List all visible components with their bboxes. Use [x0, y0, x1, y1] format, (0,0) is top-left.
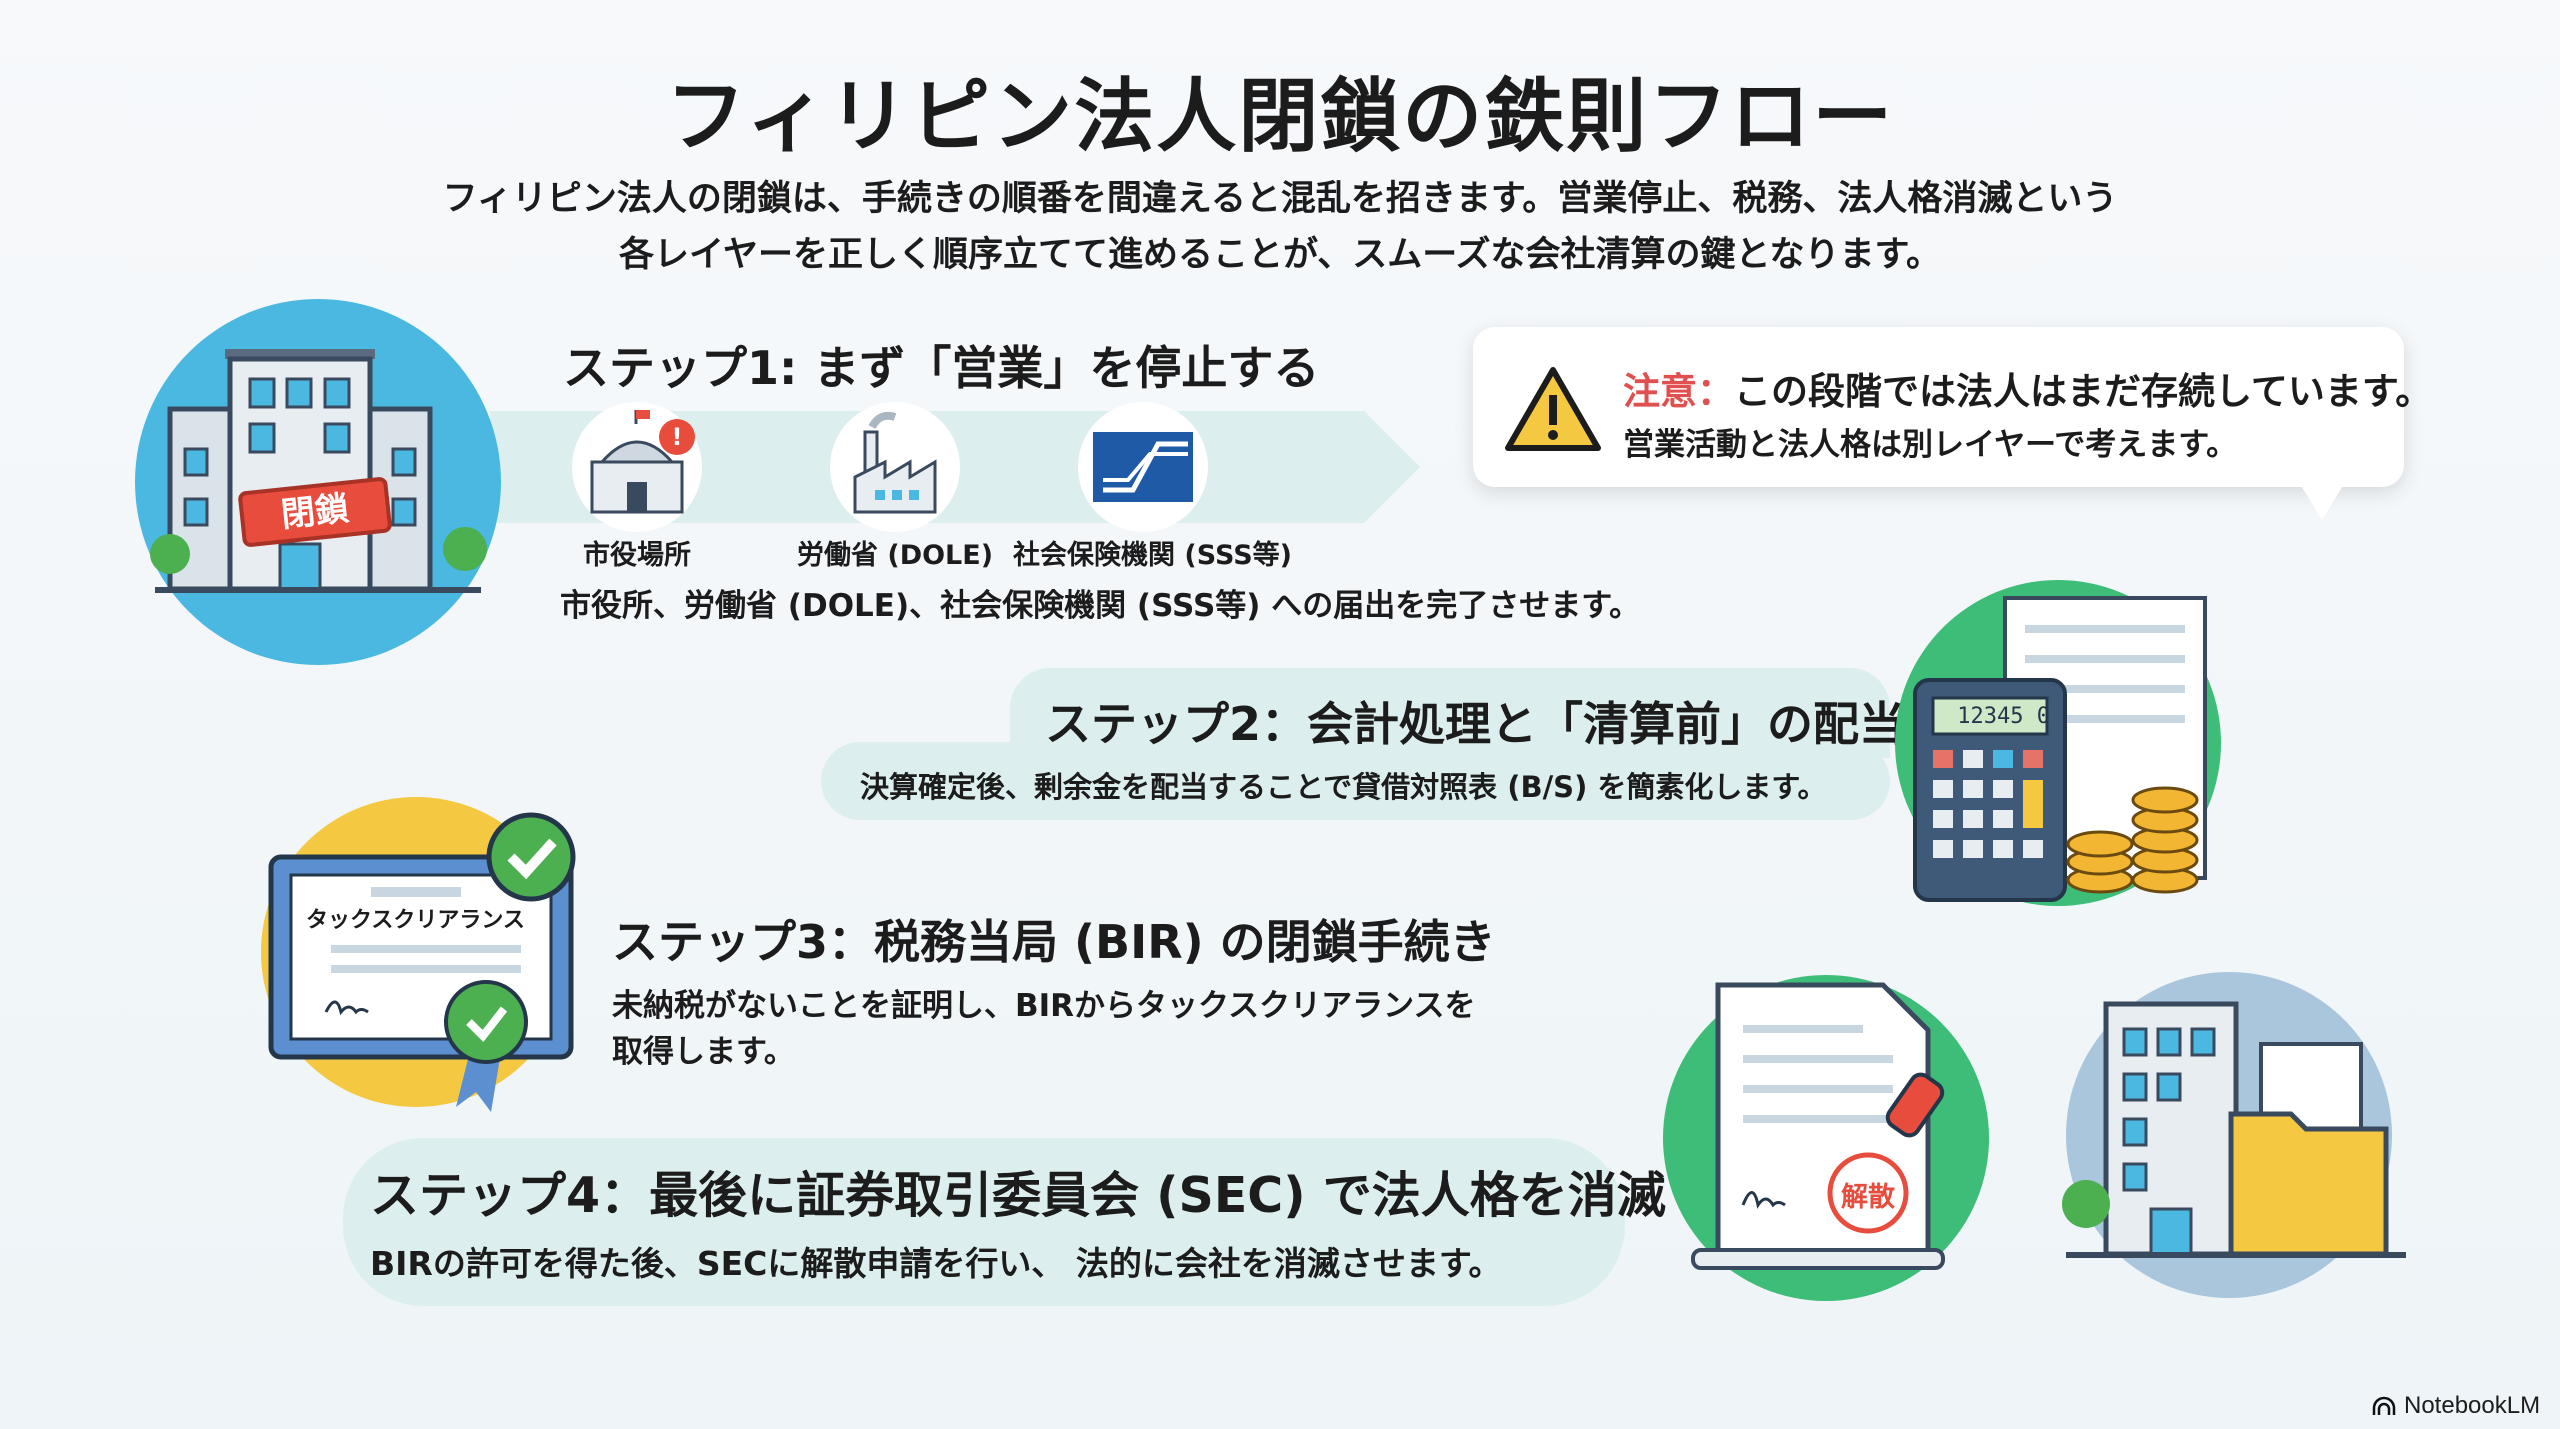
step3-title: ステップ3：税務当局 (BIR) の閉鎖手続き: [612, 915, 1496, 969]
agency-label-dole: 労働省 (DOLE): [796, 540, 994, 571]
calculator-illustration: 12345 0: [1895, 580, 2221, 906]
step4-band: [343, 1138, 1625, 1306]
warning-icon: [1505, 367, 1601, 451]
document-stamp-icon: [1691, 982, 1945, 1270]
warning-callout: 注意：この段階では法人はまだ存続しています。 営業活動と法人格は別レイヤーで考え…: [1473, 327, 2432, 487]
subtitle-line-2: 各レイヤーを正しく順序立てて進めることが、スムーズな会社清算の鍵となります。: [619, 235, 1941, 275]
building-folder-icon: [2062, 1001, 2406, 1258]
step2-title: ステップ2：会計処理と「清算前」の配当: [1045, 697, 1906, 751]
sss-logo-icon: [1078, 402, 1208, 532]
page-title: フィリピン法人閉鎖の鉄則フロー: [665, 70, 1895, 163]
notebooklm-logo-icon: [2372, 1396, 2396, 1415]
agency-label-sss: 社会保険機関 (SSS等): [1013, 540, 1292, 571]
callout-tail: [2300, 484, 2344, 520]
step3-description-line-2: 取得します。: [612, 1034, 795, 1070]
step1-title: ステップ1: まず「営業」を停止する: [563, 341, 1320, 395]
dissolution-stamp: 解散: [1841, 1182, 1895, 1213]
calculator-display: 12345 0: [1957, 704, 2050, 729]
certificate-label: タックスクリアランス: [306, 908, 525, 933]
warning-line-2: 営業活動と法人格は別レイヤーで考えます。: [1623, 427, 2238, 463]
building-icon: [150, 349, 487, 593]
step4-title: ステップ4：最後に証券取引委員会 (SEC) で法人格を消滅: [370, 1167, 1666, 1224]
step4-description: BIRの許可を得た後、SECに解散申請を行い、 法的に会社を消滅させます。: [370, 1244, 1502, 1283]
dissolution-document-illustration: 解散: [1663, 975, 1989, 1301]
step2-description: 決算確定後、剰余金を配当することで貸借対照表 (B/S) を簡素化します。: [860, 770, 1827, 804]
step2-band: [821, 742, 1890, 820]
warning-line-1: この段階では法人はまだ存続しています。: [1734, 370, 2433, 413]
tax-clearance-illustration: タックスクリアランス: [261, 797, 576, 1112]
subtitle-line-1: フィリピン法人の閉鎖は、手続きの順番を間違えると混乱を招きます。営業停止、税務、…: [442, 179, 2118, 219]
step1-description: 市役所、労働省 (DOLE)、社会保険機関 (SSS等) への届出を完了させます…: [560, 588, 1641, 624]
factory-icon: [830, 402, 960, 532]
closed-building-illustration: 閉鎖: [135, 299, 501, 665]
calculator-icon: [1913, 596, 2207, 902]
building-folder-illustration: [2062, 972, 2406, 1298]
city-hall-icon: !: [572, 402, 702, 532]
notebooklm-branding: NotebookLM: [2372, 1392, 2540, 1420]
warning-label: 注意：: [1623, 370, 1734, 413]
step3-description-line-1: 未納税がないことを証明し、BIRからタックスクリアランスを: [612, 988, 1476, 1024]
certificate-icon: [268, 812, 576, 1112]
agency-label-city-hall: 市役場所: [583, 540, 691, 571]
branding-text: NotebookLM: [2404, 1392, 2541, 1419]
svg-text:!: !: [672, 423, 683, 451]
